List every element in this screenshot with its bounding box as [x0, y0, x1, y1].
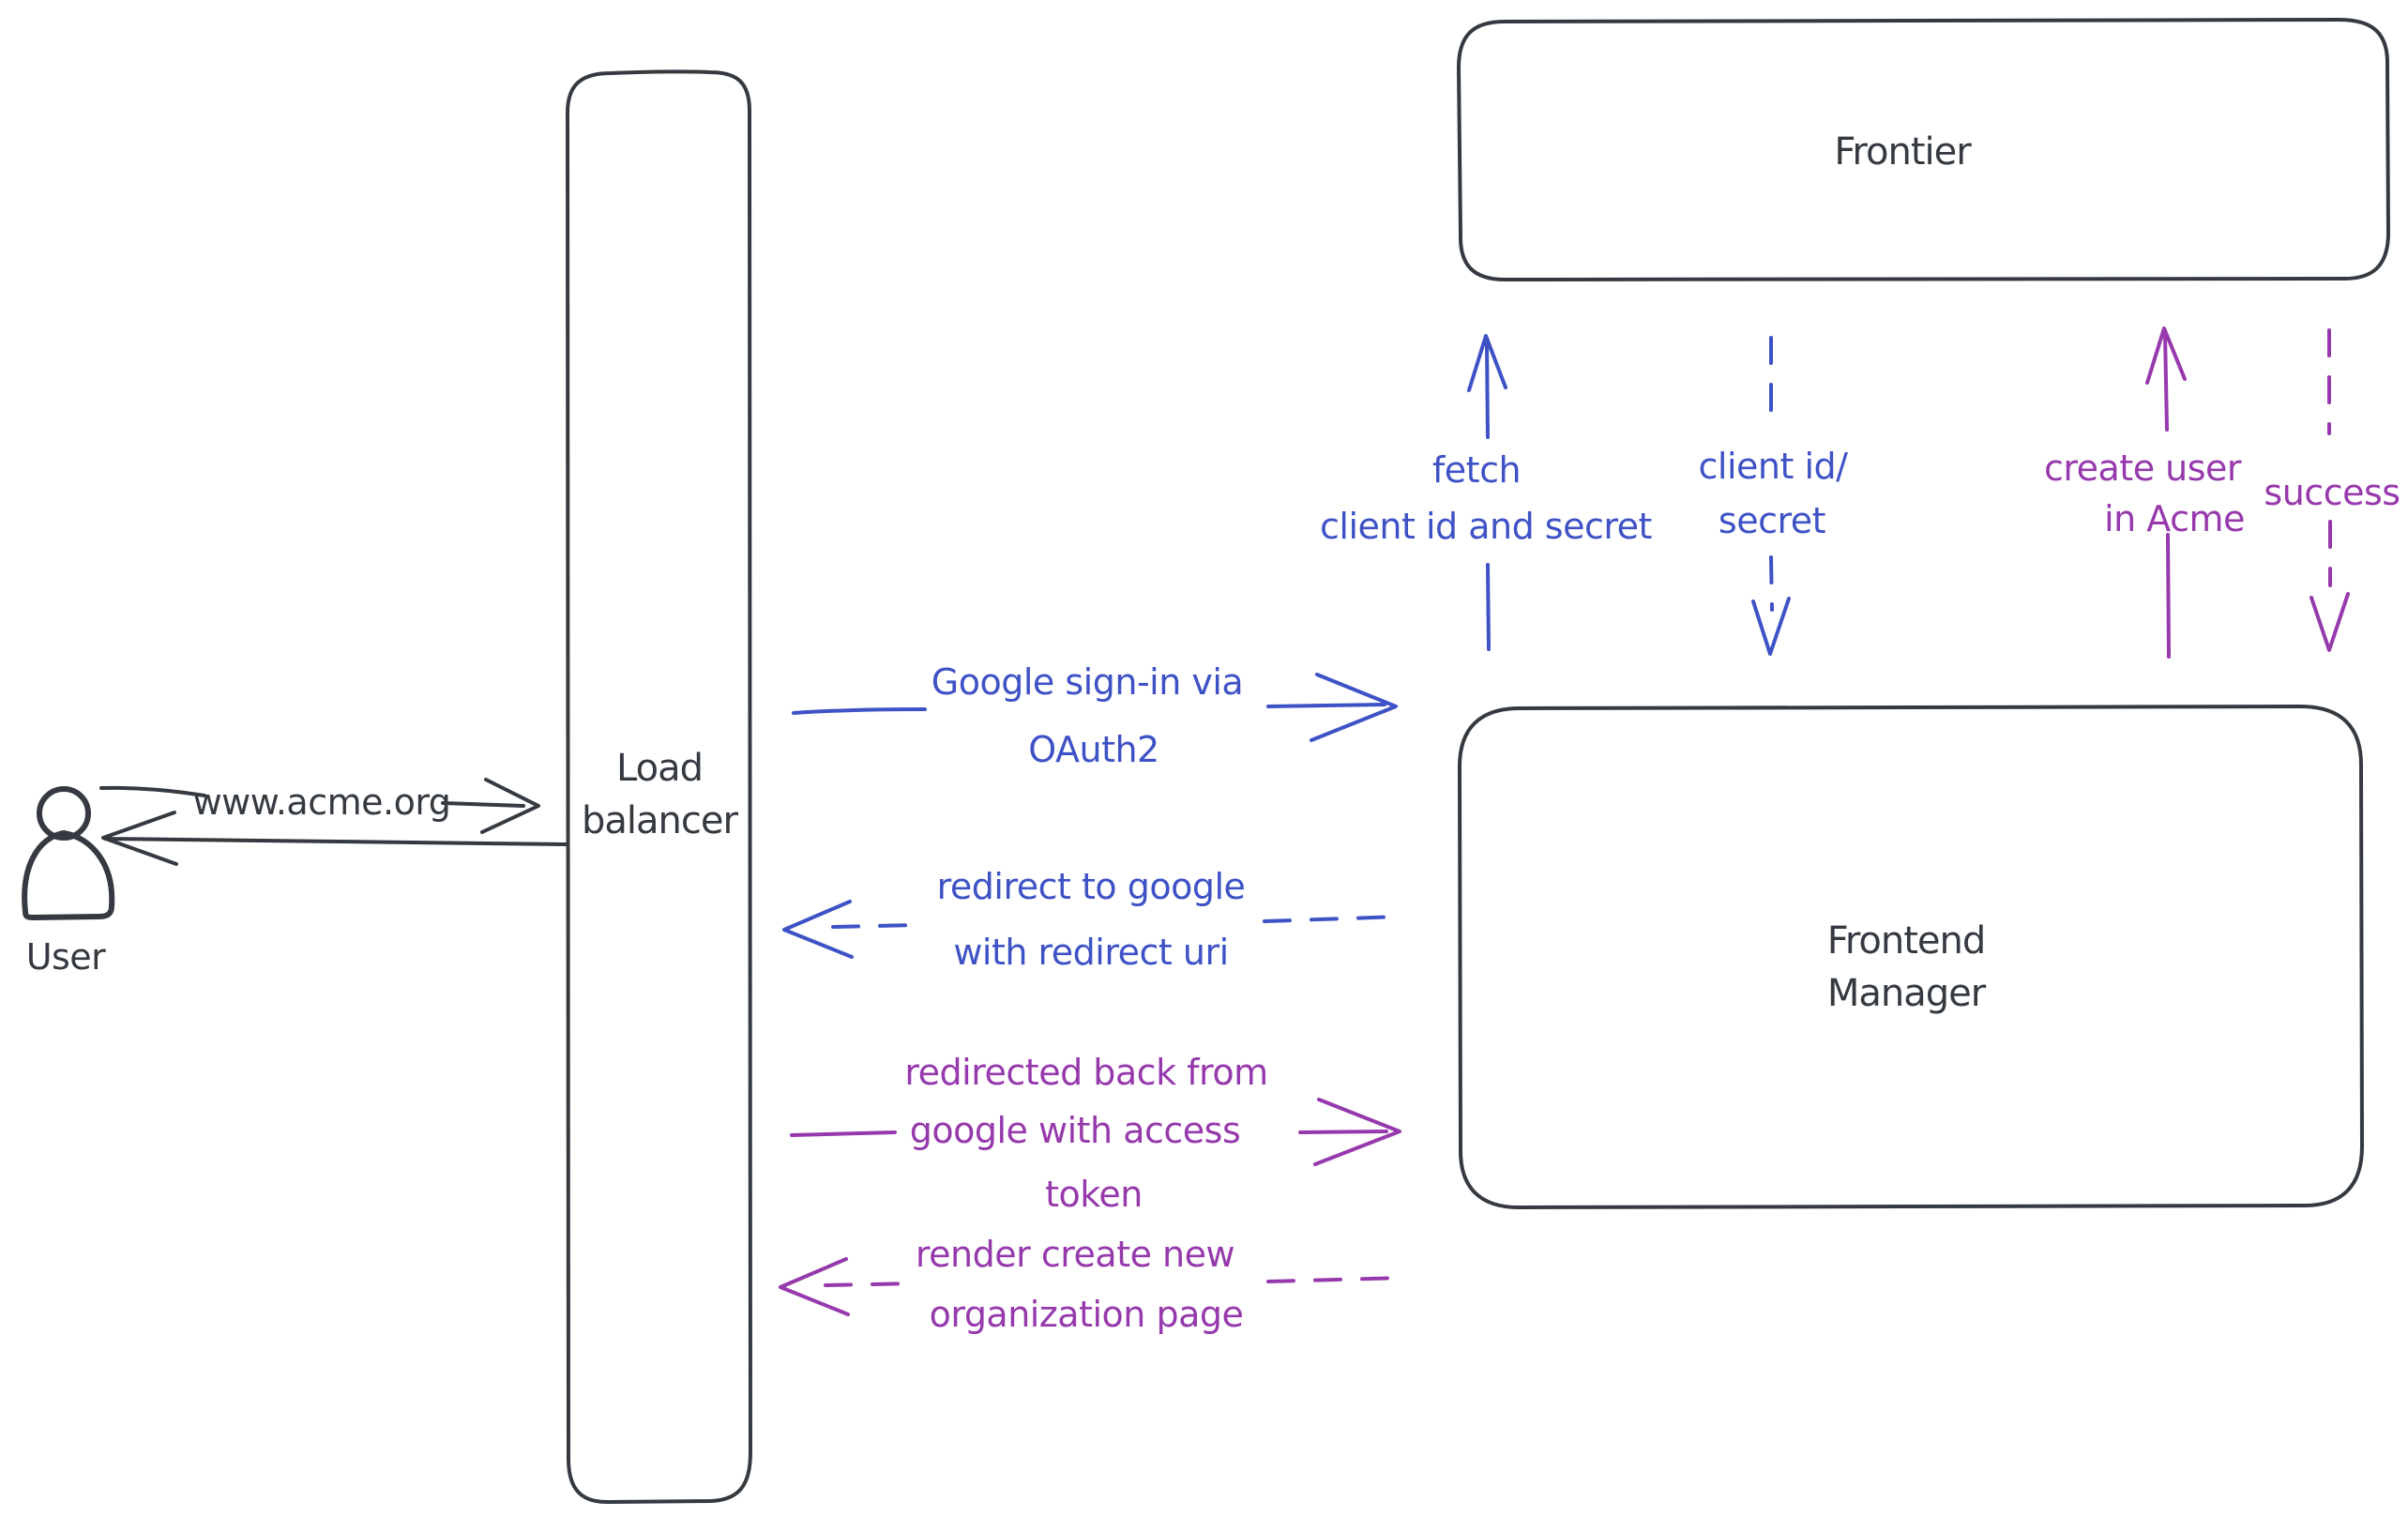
edge-line	[1266, 703, 1386, 708]
edge-render-page	[779, 1257, 1406, 1316]
edge-line	[1266, 1276, 1406, 1283]
frontend-manager-box	[1457, 705, 2364, 1210]
edge-www-response	[101, 811, 568, 866]
arrowhead-right-icon	[1310, 673, 1398, 742]
edge-create-user-label-line1: create user	[2044, 447, 2242, 489]
frontend-manager-label-line2: Manager	[1827, 972, 1987, 1015]
load-balancer-label-line1: Load	[616, 747, 703, 790]
edge-redirect-google-label-line1: redirect to google	[937, 866, 1246, 907]
edge-create-user	[2145, 326, 2187, 659]
edge-line	[99, 785, 206, 797]
edge-fetch-client	[1467, 334, 1507, 651]
arrowhead-left-icon	[101, 811, 178, 866]
edge-line	[103, 837, 568, 846]
arrowhead-left-icon	[779, 1257, 850, 1316]
edge-success-label: success	[2264, 472, 2400, 513]
person-body-icon	[22, 830, 115, 920]
edge-line	[1485, 341, 1490, 439]
edge-redirected-back-label-line3: token	[1045, 1174, 1143, 1215]
edge-google-signin-label-line1: Google sign-in via	[931, 661, 1243, 703]
arrowhead-up-icon	[1467, 334, 1507, 392]
load-balancer-box	[566, 69, 752, 1505]
edge-redirect-google-label-line2: with redirect uri	[953, 932, 1228, 973]
edge-line	[2166, 533, 2171, 659]
edge-line	[1263, 915, 1403, 923]
edge-client-id-secret-label-line1: client id/	[1699, 446, 1849, 487]
edge-www-request-label: www.acme.org	[193, 781, 451, 823]
frontier-box	[1457, 18, 2390, 282]
edge-render-page-label-line1: render create new	[916, 1234, 1234, 1275]
frontier-node: Frontier	[1457, 18, 2390, 282]
edge-redirected-back-label-line2: google with access	[910, 1110, 1241, 1151]
edge-line	[1769, 555, 1774, 612]
arrowhead-left-icon	[782, 900, 854, 959]
user-label: User	[26, 936, 106, 978]
edge-success	[2310, 328, 2350, 652]
edge-line	[2163, 332, 2169, 432]
load-balancer-node: Load balancer	[566, 69, 752, 1505]
edge-line	[824, 1282, 917, 1287]
edge-render-page-label-line2: organization page	[930, 1294, 1244, 1335]
edge-line	[790, 1130, 897, 1137]
edge-line	[831, 923, 919, 929]
edge-redirected-back	[790, 1098, 1401, 1166]
edge-line	[1486, 563, 1491, 651]
arrowhead-up-icon	[2145, 326, 2187, 385]
edge-google-signin-label-line2: OAuth2	[1028, 729, 1159, 770]
edge-redirected-back-label-line1: redirected back from	[904, 1052, 1267, 1093]
edge-line	[441, 801, 525, 808]
edge-google-signin	[792, 673, 1398, 742]
edge-fetch-client-label-line2: client id and secret	[1320, 506, 1652, 547]
frontier-label: Frontier	[1834, 130, 1972, 174]
edge-fetch-client-label-line1: fetch	[1432, 449, 1521, 491]
arrowhead-down-icon	[2310, 592, 2350, 652]
edge-www-request	[99, 778, 540, 834]
arrowhead-right-icon	[1313, 1098, 1401, 1166]
edge-line	[792, 707, 927, 715]
arrowhead-down-icon	[1751, 597, 1791, 656]
edge-create-user-label-line2: in Acme	[2104, 498, 2245, 539]
edge-client-id-secret-label-line2: secret	[1719, 500, 1825, 541]
edge-redirect-google	[782, 900, 1403, 959]
user-node: User	[22, 786, 115, 978]
edge-line	[1298, 1130, 1388, 1134]
frontend-manager-node: Frontend Manager	[1457, 705, 2364, 1210]
edge-client-id-secret	[1751, 336, 1791, 656]
arrowhead-right-icon	[480, 778, 540, 834]
frontend-manager-label-line1: Frontend	[1827, 919, 1986, 963]
load-balancer-label-line2: balancer	[582, 799, 738, 842]
person-icon	[37, 786, 91, 841]
